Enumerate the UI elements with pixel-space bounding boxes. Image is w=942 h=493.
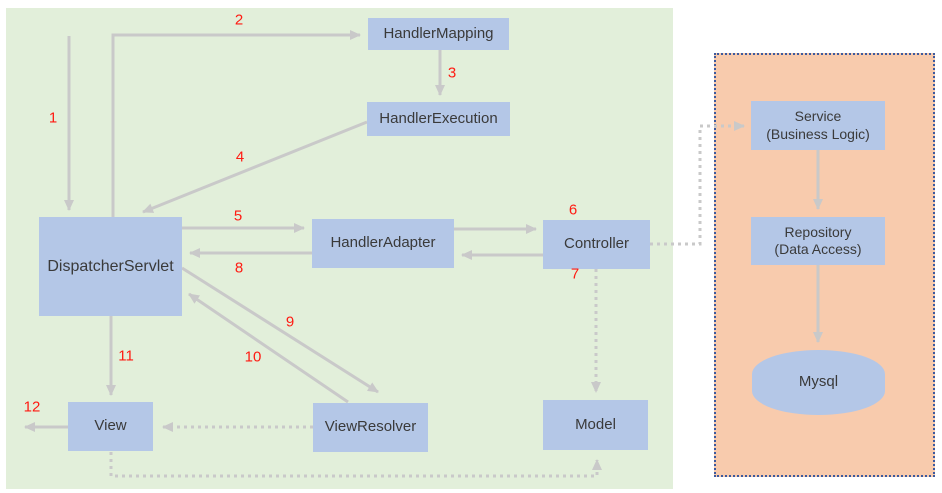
node-view: View bbox=[68, 402, 153, 451]
node-service: Service (Business Logic) bbox=[751, 101, 885, 150]
node-label: ViewResolver bbox=[324, 418, 417, 436]
node-label: DispatcherServlet bbox=[47, 257, 174, 275]
step-label-8: 8 bbox=[234, 259, 244, 277]
node-label: View bbox=[94, 417, 127, 435]
step-label-4: 4 bbox=[235, 148, 245, 166]
node-label: Service bbox=[794, 108, 842, 124]
step-label-1: 1 bbox=[48, 109, 58, 127]
node-handler-adapter: HandlerAdapter bbox=[312, 219, 454, 268]
node-label: HandlerAdapter bbox=[330, 234, 436, 252]
node-label: Model bbox=[575, 415, 616, 433]
node-sublabel: (Business Logic) bbox=[766, 125, 870, 142]
step-label-9: 9 bbox=[285, 313, 295, 331]
node-label: Repository bbox=[784, 223, 852, 240]
node-label: HandlerExecution bbox=[379, 109, 498, 127]
node-handler-mapping: HandlerMapping bbox=[368, 18, 509, 50]
node-label: Mysql bbox=[798, 373, 839, 391]
node-sublabel: (Data Access) bbox=[774, 241, 862, 257]
node-label: HandlerMapping bbox=[383, 24, 494, 42]
node-handler-execution: HandlerExecution bbox=[367, 102, 510, 136]
step-label-6: 6 bbox=[568, 201, 578, 219]
step-label-5: 5 bbox=[233, 207, 243, 225]
step-label-7: 7 bbox=[570, 265, 580, 283]
node-label: Controller bbox=[563, 235, 630, 253]
node-repository: Repository (Data Access) bbox=[751, 217, 885, 265]
node-model: Model bbox=[543, 400, 648, 450]
node-view-resolver: ViewResolver bbox=[313, 403, 428, 452]
step-label-11: 11 bbox=[118, 347, 134, 365]
step-label-3: 3 bbox=[447, 64, 457, 82]
node-controller: Controller bbox=[543, 220, 650, 269]
step-label-2: 2 bbox=[234, 11, 244, 29]
node-dispatcher-servlet: DispatcherServlet bbox=[39, 217, 182, 316]
node-mysql-database-cylinder: Mysql bbox=[752, 350, 885, 415]
step-label-12: 12 bbox=[23, 398, 41, 416]
step-label-10: 10 bbox=[244, 348, 262, 366]
